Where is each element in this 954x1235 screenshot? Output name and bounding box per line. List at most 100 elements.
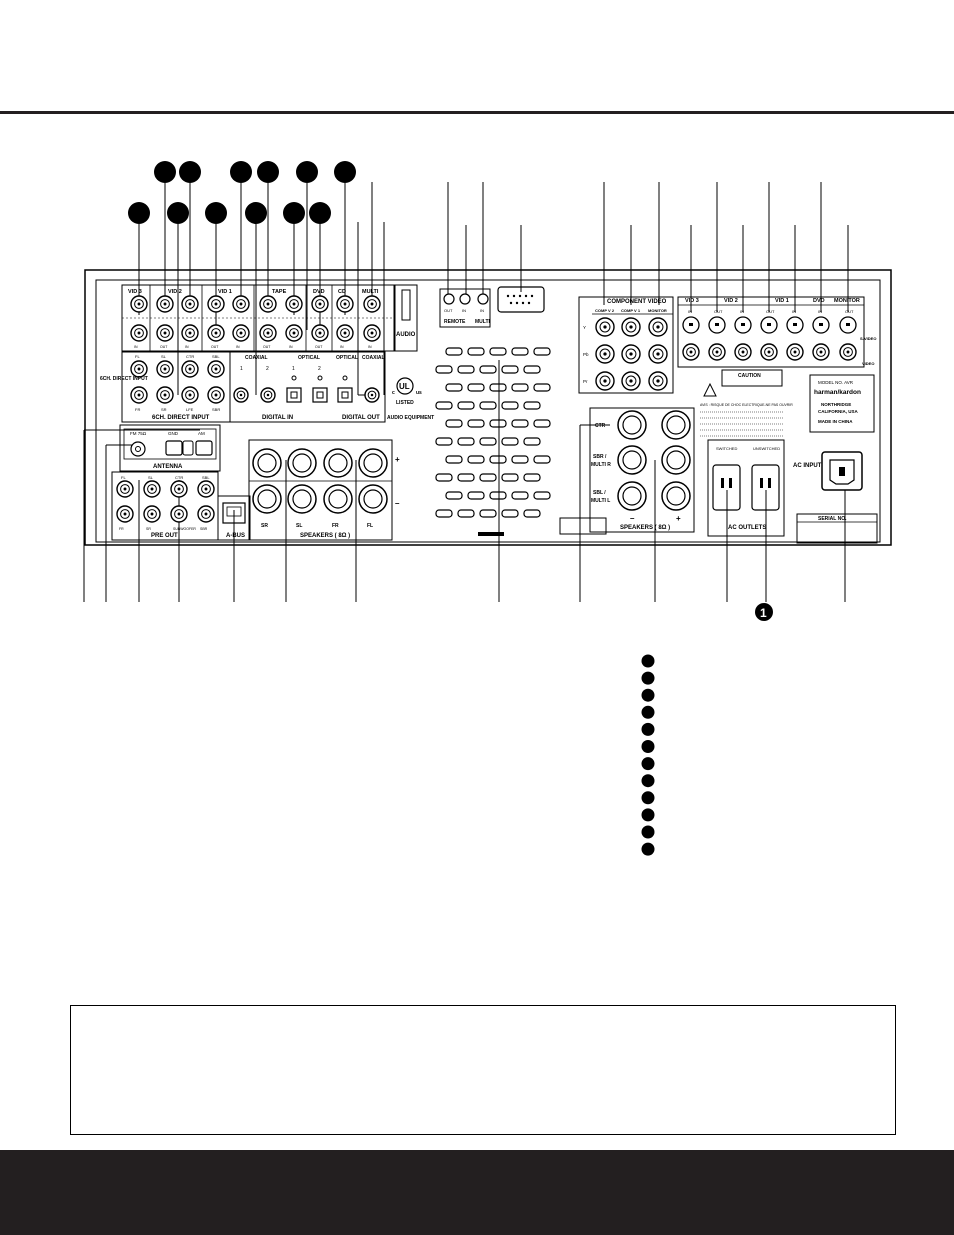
vent-15 <box>435 401 453 410</box>
model-plate <box>809 374 875 433</box>
vent-1 <box>467 347 485 356</box>
model-made: MADE IN CHINA <box>818 419 853 424</box>
digital-num-2: 2 <box>266 366 269 372</box>
callout-dots <box>128 161 356 224</box>
ul-sub: AUDIO EQUIPMENT <box>387 415 434 421</box>
svideo-col-3: DVD <box>813 298 825 304</box>
vent-44 <box>533 491 551 500</box>
remote-out-label: OUT <box>444 308 453 313</box>
vent-47 <box>479 509 497 518</box>
rs232-pin-top-1 <box>512 294 516 298</box>
vent-9 <box>523 365 541 374</box>
spk-right-row-1b: MULTI R <box>591 462 611 468</box>
spk-left-col-3: FL <box>367 523 373 529</box>
vent-27 <box>479 437 497 446</box>
spk-left-plus-3 <box>358 448 388 478</box>
vent-32 <box>489 455 507 464</box>
gnd-label: GND <box>168 431 179 436</box>
vent-42 <box>489 491 507 500</box>
vent-39 <box>523 473 541 482</box>
antenna-title: ANTENNA <box>153 464 183 470</box>
video-side: VIDEO <box>862 361 874 366</box>
vent-46 <box>457 509 475 518</box>
vent-35 <box>435 473 453 482</box>
six-bottom-label-0: FR <box>135 407 140 412</box>
spk-right-2-0 <box>617 481 647 511</box>
optical-in-2-port <box>312 387 328 403</box>
digital-frame <box>229 351 386 423</box>
coaxial-out-label: COAXIAL <box>362 355 385 361</box>
vent-40 <box>445 491 463 500</box>
vent-41 <box>467 491 485 500</box>
vent-tab <box>478 532 504 536</box>
antenna-inner <box>123 428 217 460</box>
spk-left-plus: + <box>395 455 400 464</box>
ul-listed: LISTED <box>396 400 414 406</box>
component-title: COMPONENT VIDEO <box>607 299 667 305</box>
spk-right-row-1a: SBR / <box>593 454 607 460</box>
six-top-label-1: SL <box>161 354 167 359</box>
six-ch-title: 6CH. DIRECT INPUT <box>152 415 210 421</box>
gnd-terminal <box>165 440 183 456</box>
component-col-1: COMP V 1 <box>621 308 641 313</box>
preout-top-label-3: SBL <box>202 475 210 480</box>
remote-title: REMOTE <box>444 319 466 325</box>
vent-10 <box>445 383 463 392</box>
callout-one-circle <box>755 603 773 621</box>
svideo-col-4: MONITOR <box>834 298 860 304</box>
spk-right-title: SPEAKERS ( 8Ω ) <box>620 525 670 531</box>
component-row-1: Pb <box>583 352 589 357</box>
callout-dot-0 <box>154 161 176 183</box>
optical-out-port <box>337 387 353 403</box>
optical-out-label: OPTICAL <box>336 355 358 361</box>
legend-dot-2 <box>641 688 655 702</box>
rs232-pin-bottom-0 <box>509 301 513 305</box>
chassis-inner <box>95 279 881 543</box>
antenna-frame <box>119 424 221 472</box>
top-label-3: TAPE <box>272 289 287 295</box>
vent-29 <box>523 437 541 446</box>
vent-20 <box>445 419 463 428</box>
vent-slots <box>435 347 551 518</box>
spk-left-minus-3 <box>358 484 388 514</box>
spk-left-minus-2 <box>323 484 353 514</box>
rs232-pins <box>506 294 534 305</box>
spk-left-minus-0 <box>252 484 282 514</box>
vent-14 <box>533 383 551 392</box>
vent-31 <box>467 455 485 464</box>
audio-slot <box>401 289 411 321</box>
digital-out-title: DIGITAL OUT <box>342 415 380 421</box>
vent-26 <box>457 437 475 446</box>
svideo-frame <box>677 296 865 368</box>
fm-jack <box>130 441 146 457</box>
model-state: CALIFORNIA, USA <box>818 409 858 414</box>
vent-22 <box>489 419 507 428</box>
spk-right-1-1 <box>661 445 691 475</box>
vent-38 <box>501 473 519 482</box>
spk-left-plus-1 <box>287 448 317 478</box>
unswitched-outlet <box>751 464 780 511</box>
six-bottom-label-3: SBR <box>212 407 220 412</box>
six-top-label-2: CTR <box>186 354 194 359</box>
top-label-1: VID 2 <box>168 289 182 295</box>
vent-13 <box>511 383 529 392</box>
caution-box <box>721 369 783 387</box>
multi-in-jack <box>477 293 489 305</box>
svideo-col-0: VID 3 <box>685 298 699 304</box>
ul-mark: UL <box>399 382 410 391</box>
am-label: AM <box>198 431 205 436</box>
legend-dot-1 <box>641 671 655 685</box>
svideo-col-2: VID 1 <box>775 298 789 304</box>
speakers-left-frame <box>248 439 393 541</box>
footer-bar <box>0 1150 954 1235</box>
component-frame <box>578 296 674 394</box>
top-sub-4: IN <box>236 345 240 349</box>
preout-bottom-label-1: SR <box>146 527 151 531</box>
model-brand: harman/kardon <box>814 389 861 396</box>
optical-led-1 <box>317 375 323 381</box>
rs232-pin-top-0 <box>506 294 510 298</box>
legend-dots <box>641 654 655 856</box>
legend-dot-7 <box>641 774 655 788</box>
